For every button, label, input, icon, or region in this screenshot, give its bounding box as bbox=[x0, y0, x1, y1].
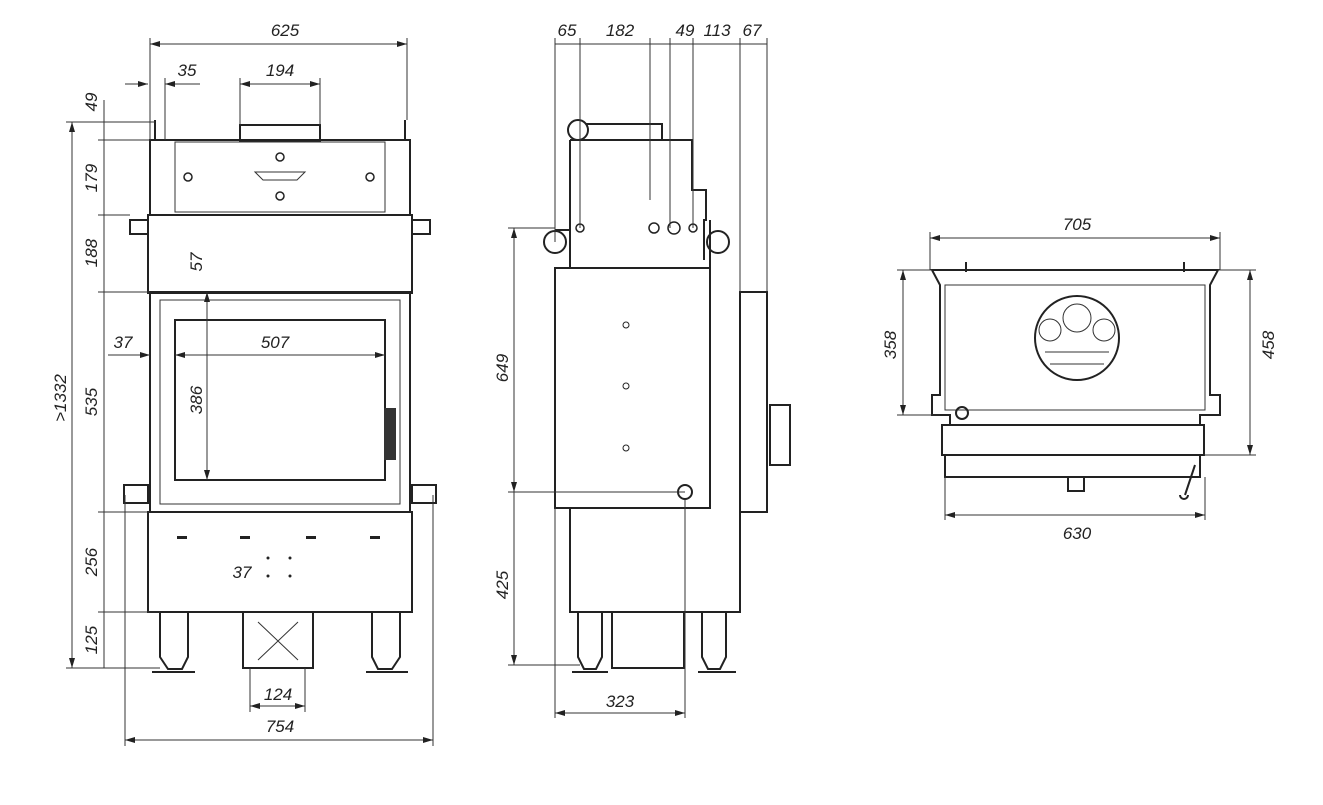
dim-458: 458 bbox=[1259, 330, 1278, 359]
front-dimensions: 625 35 194 49 179 188 535 256 125 >1332 … bbox=[51, 21, 434, 746]
top-outline bbox=[930, 269, 1221, 426]
side-view bbox=[543, 119, 791, 673]
dim-49-side: 49 bbox=[676, 21, 695, 40]
dim-630: 630 bbox=[1063, 524, 1092, 543]
dim-67: 67 bbox=[743, 21, 762, 40]
dim-49: 49 bbox=[82, 92, 101, 111]
front-view bbox=[123, 120, 437, 673]
air-duct bbox=[242, 611, 314, 669]
dim-194: 194 bbox=[266, 61, 294, 80]
dim-65: 65 bbox=[558, 21, 577, 40]
dim-535: 535 bbox=[82, 387, 101, 416]
glass bbox=[174, 319, 386, 481]
door-handle bbox=[384, 408, 396, 460]
flue-outlet bbox=[1034, 295, 1120, 381]
lower-section bbox=[147, 511, 413, 613]
dim-425: 425 bbox=[493, 570, 512, 599]
dim-37-side: 37 bbox=[114, 333, 133, 352]
chimney-collar bbox=[239, 124, 321, 142]
dim-182: 182 bbox=[606, 21, 635, 40]
dim-256: 256 bbox=[82, 547, 101, 577]
dim-323: 323 bbox=[606, 692, 635, 711]
dim-625: 625 bbox=[271, 21, 300, 40]
dim-57: 57 bbox=[187, 252, 206, 271]
dim-37-bottom: 37 bbox=[233, 563, 252, 582]
side-dimensions: 65 182 49 113 67 649 425 323 bbox=[493, 21, 768, 718]
dim-124: 124 bbox=[264, 685, 292, 704]
leg-left bbox=[159, 612, 189, 670]
dim-358: 358 bbox=[881, 330, 900, 359]
dim-179: 179 bbox=[82, 163, 101, 192]
dim-507: 507 bbox=[261, 333, 290, 352]
dim-386: 386 bbox=[187, 385, 206, 414]
top-view bbox=[930, 262, 1221, 500]
dim-total-height: >1332 bbox=[51, 374, 70, 422]
dim-705: 705 bbox=[1063, 215, 1092, 234]
dim-35: 35 bbox=[178, 61, 197, 80]
dim-649: 649 bbox=[493, 353, 512, 382]
dim-113: 113 bbox=[703, 21, 731, 40]
side-door bbox=[739, 291, 791, 513]
leg-right bbox=[371, 612, 401, 670]
top-dimensions: 705 358 458 630 bbox=[881, 215, 1278, 543]
side-body bbox=[554, 123, 711, 509]
dim-125: 125 bbox=[82, 625, 101, 654]
dim-754: 754 bbox=[266, 717, 294, 736]
dim-188: 188 bbox=[82, 238, 101, 267]
